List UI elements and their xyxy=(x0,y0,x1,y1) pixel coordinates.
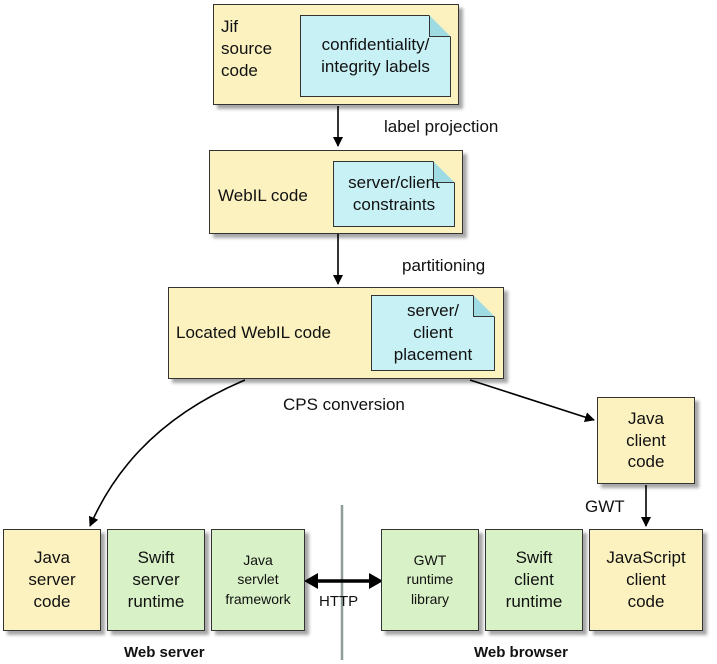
edge-cps-conversion: CPS conversion xyxy=(283,395,405,414)
http-arrowhead-right xyxy=(369,573,383,589)
http-arrowhead-left xyxy=(304,573,318,589)
edge-label-projection: label projection xyxy=(384,117,499,136)
java-client-label: Java client code xyxy=(626,408,666,472)
servlet-framework-box: Java servlet framework xyxy=(211,529,305,631)
java-client-box: Java client code xyxy=(597,397,695,484)
constraints-note: server/client constraints xyxy=(333,161,455,227)
jif-source-label: Jif source code xyxy=(221,17,273,80)
swift-client-box: Swift client runtime xyxy=(485,529,583,631)
labels-note-text: confidentiality/ integrity labels xyxy=(321,35,430,76)
gwt-runtime-box: GWT runtime library xyxy=(381,529,479,631)
js-client-box: JavaScript client code xyxy=(589,529,703,631)
located-webil-label: Located WebIL code xyxy=(176,323,332,342)
labels-note: confidentiality/ integrity labels xyxy=(300,15,451,97)
swift-server-box: Swift server runtime xyxy=(107,529,205,631)
swift-server-label: Swift server runtime xyxy=(127,548,185,611)
edge-partitioning: partitioning xyxy=(402,256,486,275)
arrow-to-java-client xyxy=(469,379,595,422)
java-server-label: Java server code xyxy=(28,548,76,611)
web-server-caption: Web server xyxy=(124,644,205,661)
constraints-note-text: server/client constraints xyxy=(348,173,440,214)
edge-gwt: GWT xyxy=(585,497,625,516)
webil-label: WebIL code xyxy=(218,186,308,205)
http-label: HTTP xyxy=(319,593,359,610)
swift-client-label: Swift client runtime xyxy=(505,548,563,611)
placement-note-text: server/ client placement xyxy=(393,301,473,364)
java-server-box: Java server code xyxy=(3,529,101,631)
gwt-runtime-label: GWT runtime library xyxy=(406,551,454,607)
arrow-to-java-server xyxy=(89,379,246,527)
servlet-framework-label: Java servlet framework xyxy=(225,551,291,607)
js-client-label: JavaScript client code xyxy=(606,548,686,611)
web-browser-caption: Web browser xyxy=(474,644,568,661)
